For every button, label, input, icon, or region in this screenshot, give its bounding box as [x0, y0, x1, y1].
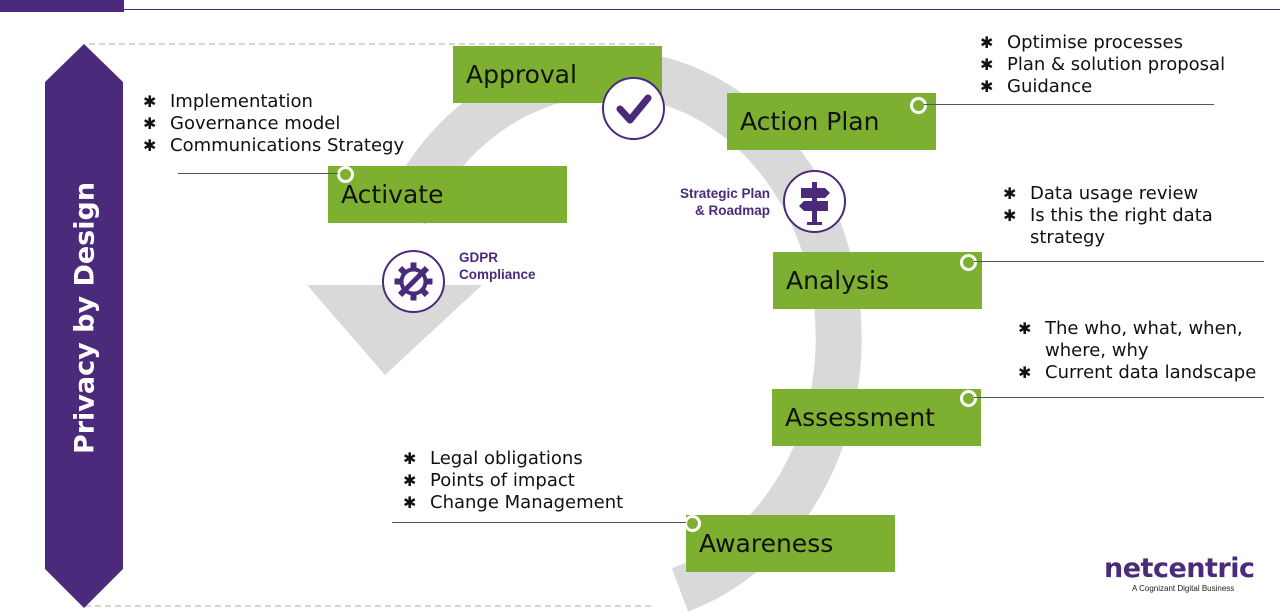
signpost-icon: [783, 170, 846, 233]
stage-analysis-label: Analysis: [786, 266, 890, 295]
bullet-item-continuation: where, why: [1045, 340, 1149, 361]
stage-action-plan-label: Action Plan: [740, 107, 880, 136]
connector-dot-assessment: [960, 390, 977, 407]
netcentric-logo: netcentric: [1104, 553, 1255, 584]
gear-wrench-icon: [382, 250, 445, 313]
privacy-banner: [45, 44, 123, 608]
connector-dot-activate: [337, 166, 354, 183]
bullet-item: Legal obligations: [403, 448, 623, 470]
connector-dot-analysis: [960, 254, 977, 271]
strategic-plan-label: Strategic Plan & Roadmap: [660, 185, 770, 219]
stage-action-plan: Action Plan: [727, 93, 936, 150]
top-divider: [124, 9, 1280, 10]
leader-line-analysis: [974, 261, 1264, 262]
strategic-plan-label-line1: Strategic Plan: [679, 186, 770, 201]
connector-dot-awareness: [684, 515, 701, 532]
netcentric-tagline: A Cognizant Digital Business: [1132, 584, 1235, 593]
top-accent-bar: [0, 0, 124, 12]
bullets-awareness: Legal obligations Points of impact Chang…: [403, 448, 623, 514]
bullet-item: Guidance: [980, 76, 1225, 98]
bullet-item: Implementation: [143, 91, 404, 113]
strategic-plan-label-line2: & Roadmap: [694, 203, 770, 218]
bullet-item: Points of impact: [403, 470, 623, 492]
bullet-item: Data usage review: [1003, 183, 1213, 205]
privacy-banner-label: Privacy by Design: [69, 181, 101, 455]
bullets-action-plan: Optimise processes Plan & solution propo…: [980, 32, 1225, 98]
stage-awareness: Awareness: [686, 515, 895, 572]
connector-dot-action-plan: [910, 97, 927, 114]
leader-line-activate: [178, 173, 338, 174]
leader-line-assessment: [974, 397, 1264, 398]
bullet-item: Governance model: [143, 113, 404, 135]
bullet-item: Current data landscape: [1018, 362, 1256, 384]
checkmark-icon: [602, 77, 665, 140]
stage-assessment-label: Assessment: [785, 403, 935, 432]
bullet-item-continuation: strategy: [1030, 227, 1106, 248]
gdpr-label: GDPR Compliance: [459, 249, 536, 283]
leader-line-action-plan: [924, 104, 1214, 105]
bullet-item: Optimise processes: [980, 32, 1225, 54]
stage-activate: Activate: [328, 166, 567, 223]
bullet-item: Change Management: [403, 492, 623, 514]
bullets-activate: Implementation Governance model Communic…: [143, 91, 404, 157]
cycle-arrow-head: [307, 285, 482, 375]
gdpr-label-line2: Compliance: [459, 267, 536, 282]
stage-approval-label: Approval: [466, 60, 577, 89]
leader-line-awareness: [392, 522, 686, 523]
bullet-item: Plan & solution proposal: [980, 54, 1225, 76]
bullet-item: The who, what, when,: [1018, 318, 1256, 340]
bullets-analysis: Data usage review Is this the right data…: [1003, 183, 1213, 249]
stage-approval: Approval: [453, 46, 662, 103]
stage-awareness-label: Awareness: [699, 529, 834, 558]
bullet-item: Is this the right data: [1003, 205, 1213, 227]
bullets-assessment: The who, what, when, where, why Current …: [1018, 318, 1256, 384]
stage-analysis: Analysis: [773, 252, 982, 309]
stage-assessment: Assessment: [772, 389, 981, 446]
stage-activate-label: Activate: [341, 180, 444, 209]
bullet-item: Communications Strategy: [143, 135, 404, 157]
gdpr-label-line1: GDPR: [459, 250, 499, 265]
